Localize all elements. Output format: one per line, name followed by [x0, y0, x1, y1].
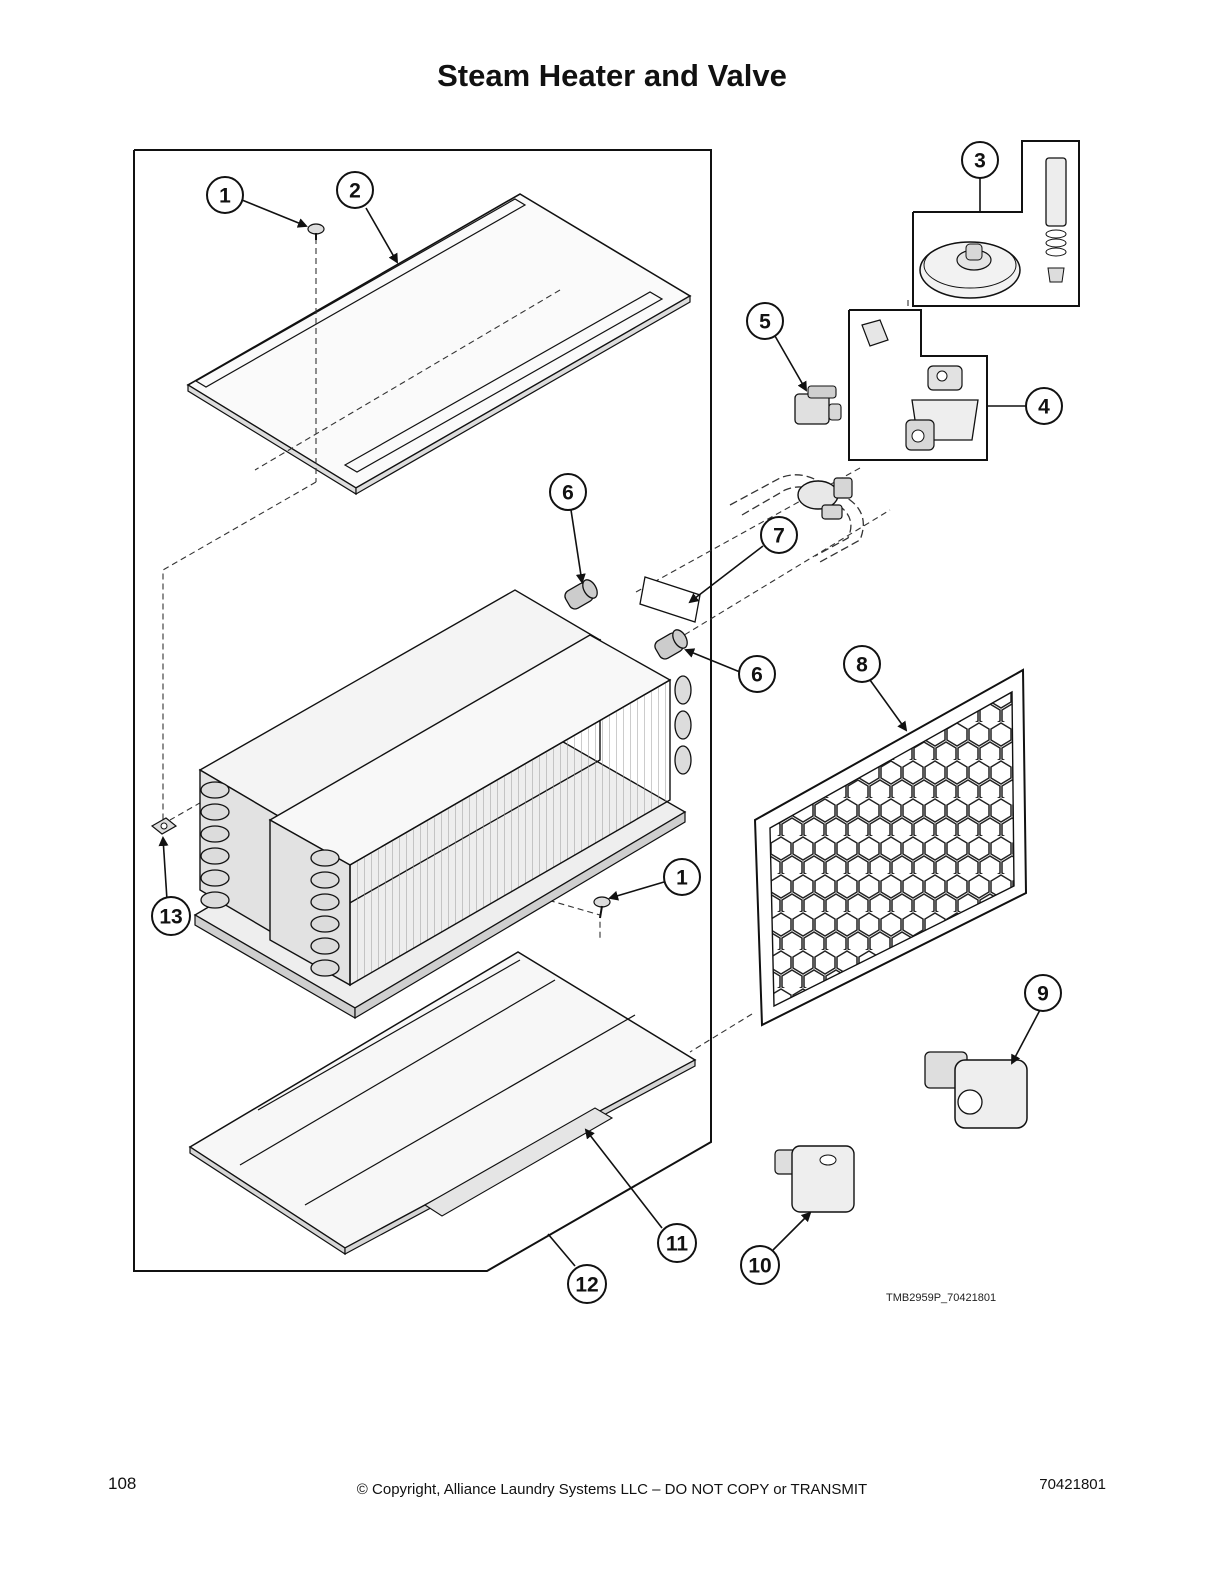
svg-text:11: 11 [666, 1233, 689, 1256]
callout-5: 5 [746, 302, 784, 340]
callout-8: 8 [843, 645, 881, 683]
svg-text:10: 10 [748, 1255, 771, 1278]
svg-text:5: 5 [759, 311, 771, 334]
svg-text:9: 9 [1037, 983, 1049, 1006]
callout-6a: 6 [549, 473, 587, 511]
callout-1b: 1 [663, 858, 701, 896]
svg-text:13: 13 [159, 906, 182, 929]
svg-text:1: 1 [676, 867, 688, 890]
heater-coil-assembly [193, 579, 692, 1020]
callout-2: 2 [336, 171, 374, 209]
label-plate [639, 576, 701, 623]
coil-connector [794, 385, 842, 425]
svg-text:6: 6 [751, 664, 763, 687]
callout-6b: 6 [738, 655, 776, 693]
lint-filter-screen [753, 668, 1028, 1027]
svg-text:3: 3 [974, 150, 986, 173]
top-cover-panel [186, 193, 692, 496]
screw-bottom [593, 896, 611, 919]
steam-valve-box [848, 309, 988, 461]
retaining-clip [150, 817, 178, 835]
callout-4: 4 [1025, 387, 1063, 425]
svg-text:4: 4 [1038, 396, 1050, 419]
bottom-tray [188, 951, 697, 1256]
svg-text:12: 12 [575, 1274, 598, 1297]
callout-13: 13 [151, 896, 191, 936]
callout-3: 3 [961, 141, 999, 179]
assembly-boundary [133, 149, 712, 1272]
callout-9: 9 [1024, 974, 1062, 1012]
callout-leaders [158, 178, 1041, 1267]
svg-text:1: 1 [219, 185, 231, 208]
svg-text:6: 6 [562, 482, 574, 505]
svg-text:8: 8 [856, 654, 868, 677]
svg-text:2: 2 [349, 180, 361, 203]
tee-fitting [797, 477, 853, 520]
page-title: Steam Heater and Valve [437, 58, 787, 93]
callout-1a: 1 [206, 176, 244, 214]
callout-7: 7 [760, 516, 798, 554]
document-number: 70421801 [1039, 1476, 1106, 1493]
svg-text:7: 7 [773, 525, 785, 548]
solenoid-coil-small [774, 1145, 855, 1213]
page-number: 108 [108, 1474, 137, 1493]
callout-10: 10 [740, 1245, 780, 1285]
diagram-reference-code: TMB2959P_70421801 [886, 1292, 996, 1304]
diaphragm-kit-box [912, 140, 1080, 307]
solenoid-coil-large [924, 1051, 1028, 1129]
callout-12: 12 [567, 1264, 607, 1304]
callout-11: 11 [657, 1223, 697, 1263]
screw-top [307, 223, 325, 240]
copyright-notice: © Copyright, Alliance Laundry Systems LL… [356, 1481, 868, 1498]
